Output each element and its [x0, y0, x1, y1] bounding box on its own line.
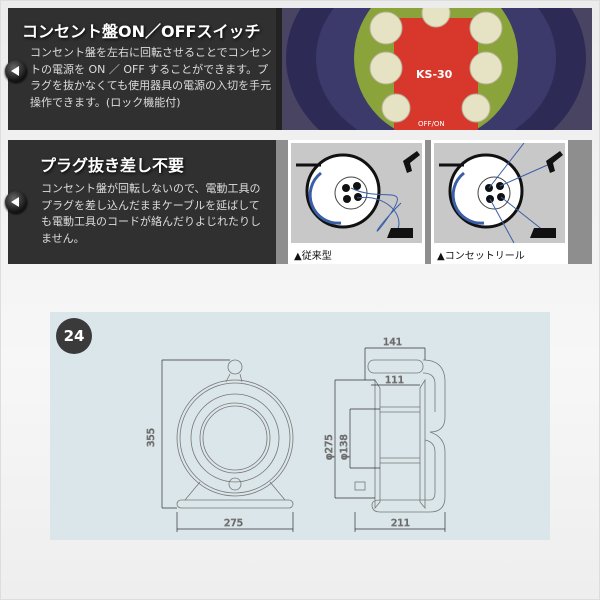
dim-diameter-inner: φ138: [339, 434, 350, 460]
feature-title: プラグ抜き差し不要: [40, 156, 185, 175]
feature-title: コンセント盤ON／OFFスイッチ: [22, 22, 261, 41]
dim-width-front: 275: [224, 518, 243, 529]
left-arrow-icon[interactable]: [5, 60, 27, 82]
dimension-diagram: 24 275 355 141: [50, 312, 550, 540]
dim-top: 141: [383, 337, 402, 348]
feature-text: コンセント盤ON／OFFスイッチ コンセント盤を左右に回転させることでコンセント…: [5, 8, 276, 130]
front-view: [176, 359, 294, 509]
illustration-outlet-reel: ▲コンセットリール: [431, 140, 568, 264]
comparison-illustrations: ▲従来型 ▲コンセットリール: [276, 140, 592, 264]
illustration-conventional: ▲従来型: [288, 140, 425, 264]
caption-conventional: ▲従来型: [294, 251, 332, 262]
dim-width-side: 211: [391, 518, 410, 529]
dim-inner: 111: [385, 375, 404, 386]
reel-untangled-illustration: [434, 142, 565, 244]
feature-text: プラグ抜き差し不要 コンセント盤が回転しないので、電動工具のプラグを差し込んだま…: [5, 140, 276, 264]
feature-panel-no-unplug: プラグ抜き差し不要 コンセント盤が回転しないので、電動工具のプラグを差し込んだま…: [5, 140, 592, 264]
feature-description: コンセント盤が回転しないので、電動工具のプラグを差し込んだままケーブルを延ばして…: [41, 182, 261, 245]
reel-photo: KS-30 OFF/ON: [276, 8, 592, 130]
dim-diameter-outer: φ275: [324, 434, 335, 460]
dimension-lines: [161, 347, 446, 532]
caption-outlet-reel: ▲コンセットリール: [437, 251, 525, 262]
feature-description: コンセント盤を左右に回転させることでコンセントの電源を ON ／ OFF するこ…: [30, 46, 272, 109]
reel-tangled-illustration: [291, 143, 422, 243]
dim-height: 355: [146, 428, 157, 447]
left-arrow-icon[interactable]: [5, 191, 27, 213]
feature-panel-switch: コンセント盤ON／OFFスイッチ コンセント盤を左右に回転させることでコンセント…: [5, 8, 592, 130]
photo-label-switch: OFF/ON: [418, 120, 445, 128]
photo-label-model: KS-30: [416, 68, 453, 81]
model-number-badge: 24: [56, 318, 92, 354]
